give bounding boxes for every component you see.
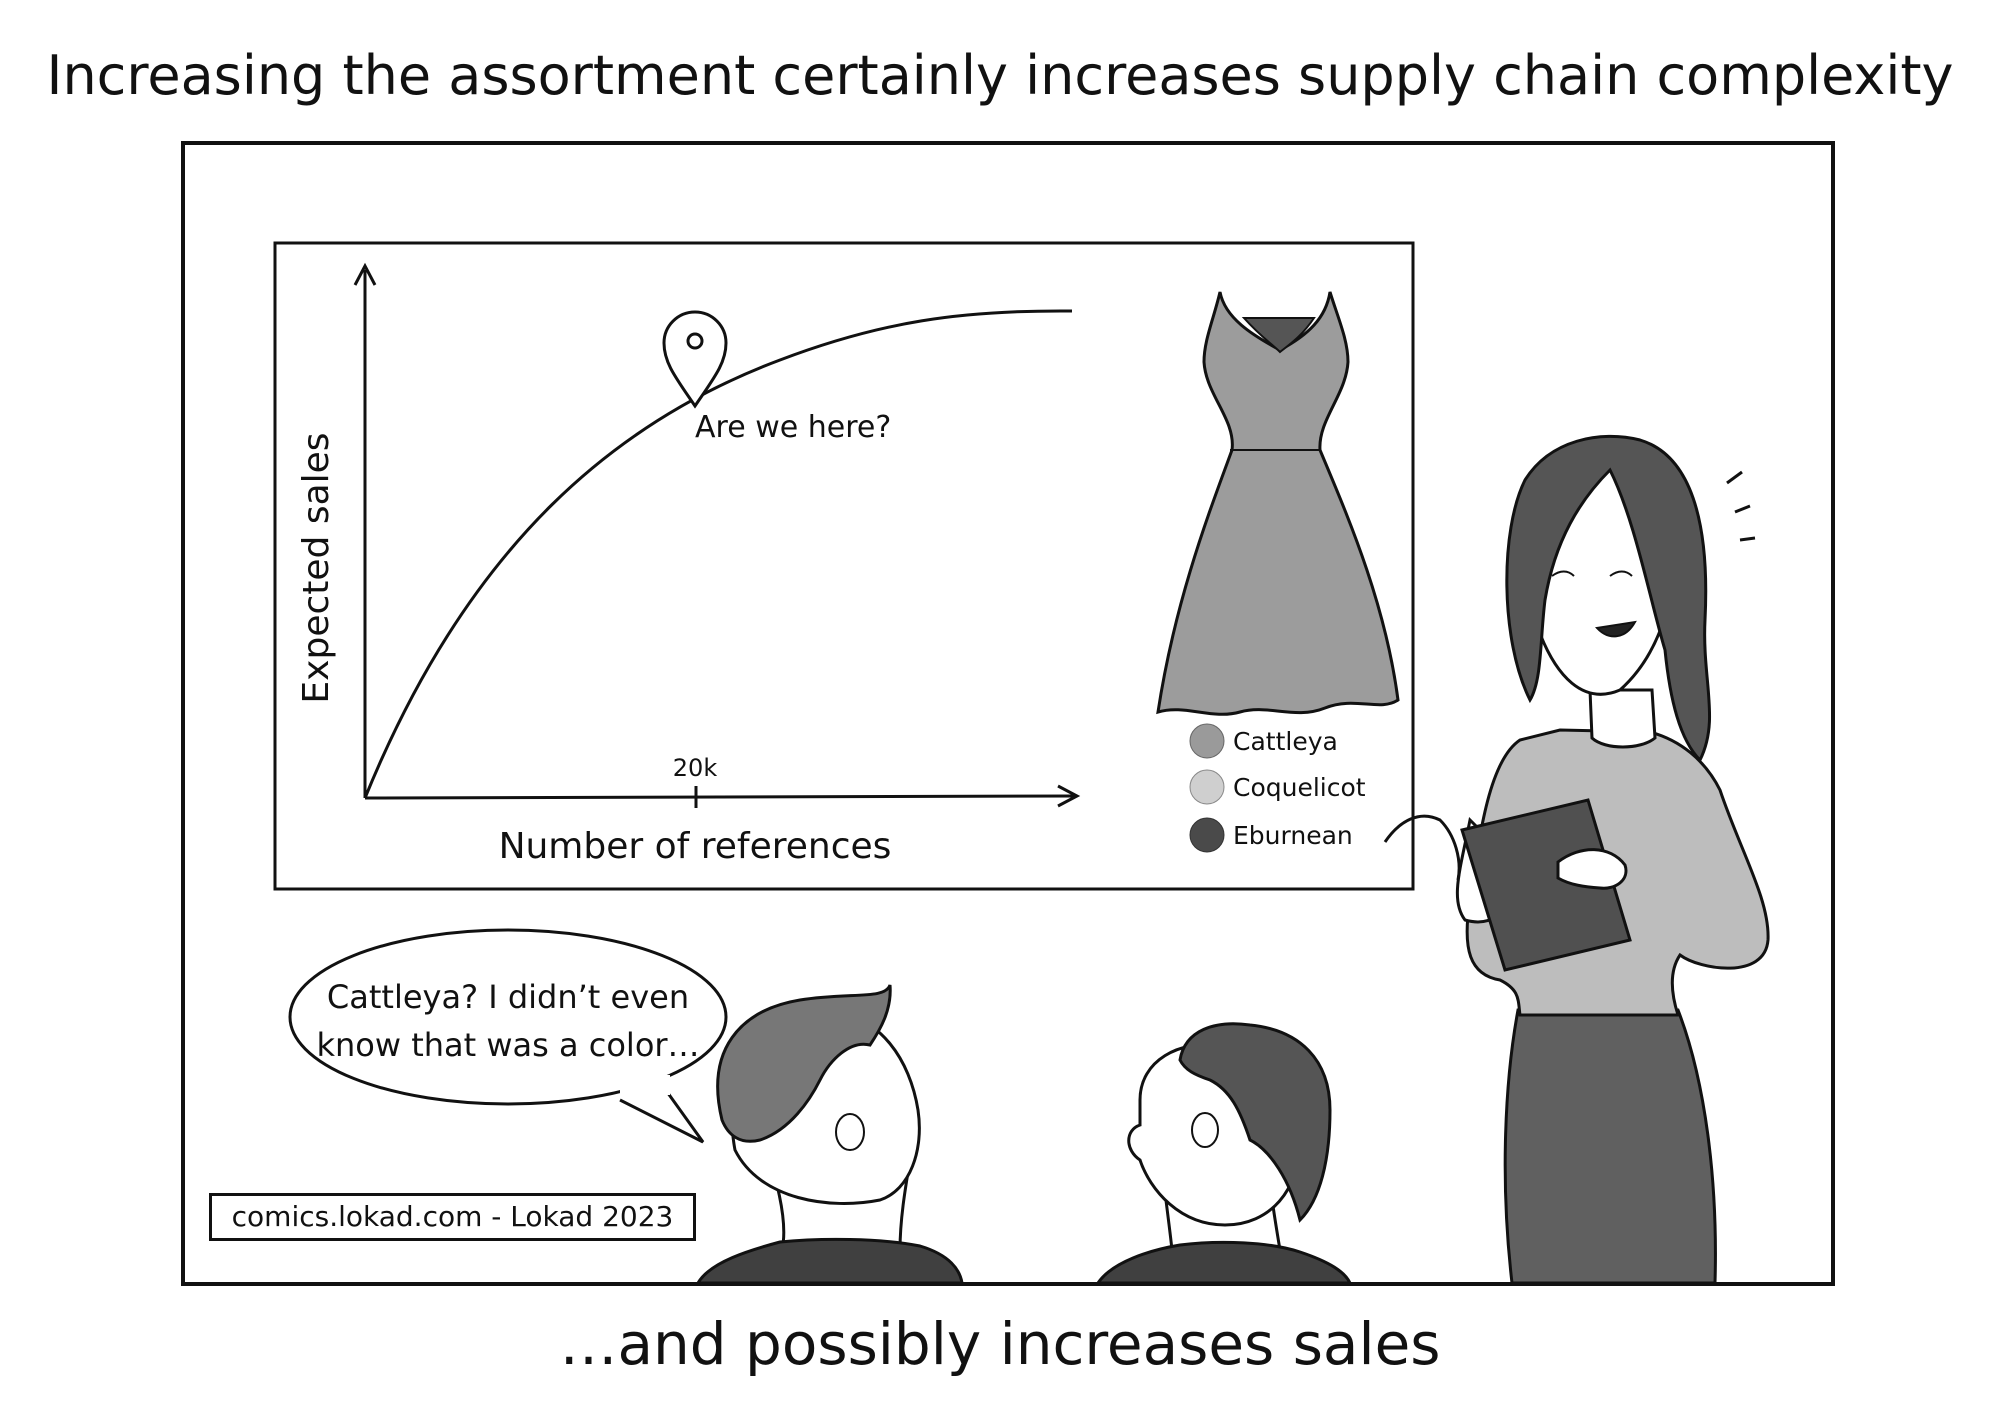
presenter-hand-clipboard <box>1556 848 1628 890</box>
speech-bubble-tail <box>619 1081 705 1144</box>
speech-bubble: Cattleya? I didn’t even know that was a … <box>288 928 728 1144</box>
x-axis-arrow <box>1057 784 1081 808</box>
presenter-smile <box>1595 620 1637 638</box>
audience-right-ear <box>1191 1112 1219 1148</box>
presenter-neck <box>1588 688 1657 749</box>
audience-right-jacket <box>1095 1240 1353 1285</box>
legend-swatch-cattleya <box>1189 723 1225 759</box>
x-axis-label: Number of references <box>499 826 892 867</box>
legend-swatch-eburnean <box>1189 817 1225 853</box>
excitement-mark-2 <box>1734 504 1751 514</box>
credit-box: comics.lokad.com - Lokad 2023 <box>209 1193 696 1241</box>
speech-line-2: know that was a color… <box>316 1026 699 1064</box>
dress-illustration <box>1156 291 1400 716</box>
annotation-label: Are we here? <box>695 410 891 445</box>
chart: 20k Are we here? Number of references Ex… <box>296 262 1081 867</box>
excitement-mark-3 <box>1739 536 1756 542</box>
presenter <box>1383 434 1770 1285</box>
saturation-curve <box>363 309 1073 799</box>
panel-border <box>181 141 1835 1286</box>
legend-label-eburnean: Eburnean <box>1233 821 1353 850</box>
audience-left-ear <box>835 1113 865 1151</box>
location-pin-dot <box>686 332 704 350</box>
x-axis <box>364 794 1076 800</box>
legend-swatch-coquelicot <box>1189 769 1225 805</box>
bottom-caption: …and possibly increases sales <box>559 1310 1441 1378</box>
speech-bubble-outline <box>288 928 728 1106</box>
x-tick-label: 20k <box>673 754 718 782</box>
clipboard <box>1460 798 1632 972</box>
presenter-fingers <box>1383 814 1461 881</box>
presenter-eye-right <box>1609 570 1633 577</box>
dress-neckline <box>1241 317 1316 354</box>
speech-line-1: Cattleya? I didn’t even <box>327 978 689 1016</box>
audience-left-hair <box>716 984 892 1143</box>
color-legend: Cattleya Coquelicot Eburnean <box>1189 723 1366 853</box>
location-pin-icon <box>662 310 728 409</box>
top-caption: Increasing the assortment certainly incr… <box>46 44 1954 107</box>
y-axis-arrow <box>353 262 377 286</box>
legend-label-cattleya: Cattleya <box>1233 727 1338 756</box>
legend-label-coquelicot: Coquelicot <box>1233 773 1366 802</box>
audience-member-right <box>1095 1022 1353 1285</box>
presenter-skirt <box>1503 1008 1717 1285</box>
audience-member-left <box>695 984 964 1285</box>
y-axis-label: Expected sales <box>296 432 337 703</box>
audience-left-jacket <box>695 1237 964 1285</box>
excitement-mark-1 <box>1726 470 1743 485</box>
presenter-eye-left <box>1551 570 1575 577</box>
audience-right-hair <box>1178 1022 1332 1223</box>
presenter-hair <box>1505 434 1712 763</box>
